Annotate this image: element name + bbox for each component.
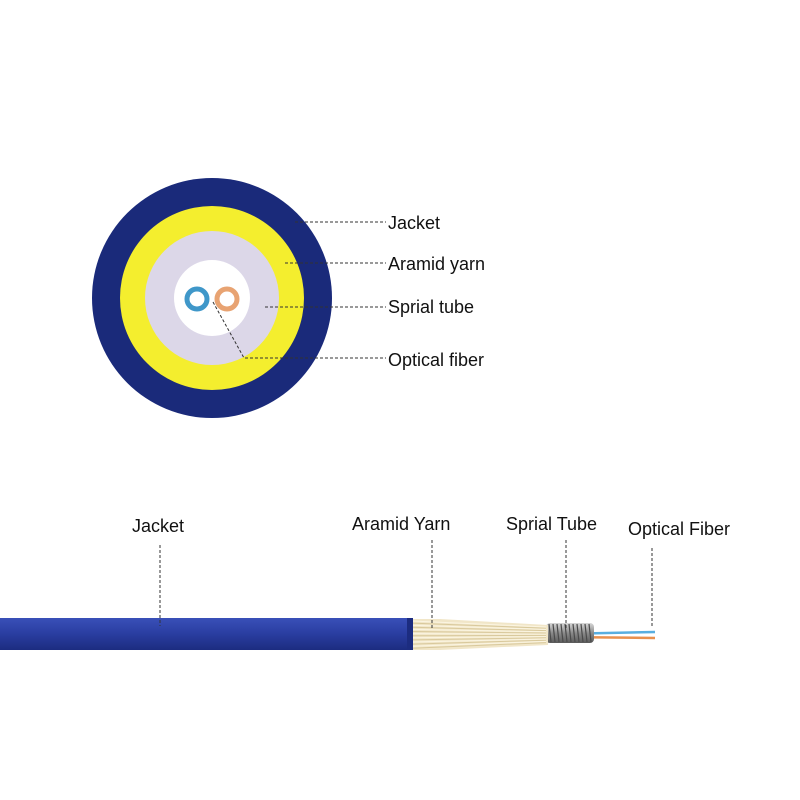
yarn-strand xyxy=(411,640,547,647)
side-jacket xyxy=(0,618,413,650)
leader-fiber xyxy=(212,301,386,359)
spring-coil xyxy=(580,623,584,643)
label-side-aramid-yarn: Aramid Yarn xyxy=(352,514,451,534)
side-view-cable xyxy=(0,618,656,650)
yarn-strand xyxy=(411,637,547,641)
spring-coils xyxy=(548,623,592,643)
yarn-strand xyxy=(411,628,547,633)
label-side-sprial-tube: Sprial Tube xyxy=(506,514,598,534)
cross-section xyxy=(92,178,332,418)
side-aramid-yarn xyxy=(410,619,548,650)
core-area xyxy=(174,260,250,336)
spring-coil xyxy=(556,623,560,643)
spring-coil xyxy=(572,623,576,643)
spring-coil xyxy=(548,623,552,643)
yarn-strand xyxy=(411,622,547,629)
yarn-strand xyxy=(411,642,547,649)
spring-coil xyxy=(560,623,564,643)
yarn-strand xyxy=(411,620,547,628)
cross-section-leaders xyxy=(212,221,386,359)
label-jacket: Jacket xyxy=(388,213,441,233)
label-side-optical-fiber: Optical Fiber xyxy=(628,519,731,539)
yarn-strand xyxy=(411,638,547,643)
yarn-strand xyxy=(411,633,547,635)
spring-coil xyxy=(552,623,556,643)
spring-coil xyxy=(564,623,568,643)
label-side-jacket: Jacket xyxy=(132,516,185,536)
label-optical-fiber: Optical fiber xyxy=(388,350,485,370)
side-view-leaders xyxy=(159,540,653,628)
spring-coil xyxy=(584,623,588,643)
yarn-strand xyxy=(411,624,547,630)
side-jacket-end xyxy=(407,618,413,650)
yarn-strand xyxy=(411,639,547,645)
label-sprial-tube: Sprial tube xyxy=(388,297,475,317)
spring-coil xyxy=(576,623,580,643)
label-aramid-yarn: Aramid yarn xyxy=(388,254,486,274)
yarn-strand xyxy=(411,631,547,634)
spring-coil xyxy=(568,623,572,643)
spring-coil xyxy=(588,623,592,643)
fiber-orange xyxy=(214,286,240,312)
yarn-strand xyxy=(411,636,547,639)
yarn-strand xyxy=(411,626,547,632)
fiber-blue xyxy=(184,286,210,312)
